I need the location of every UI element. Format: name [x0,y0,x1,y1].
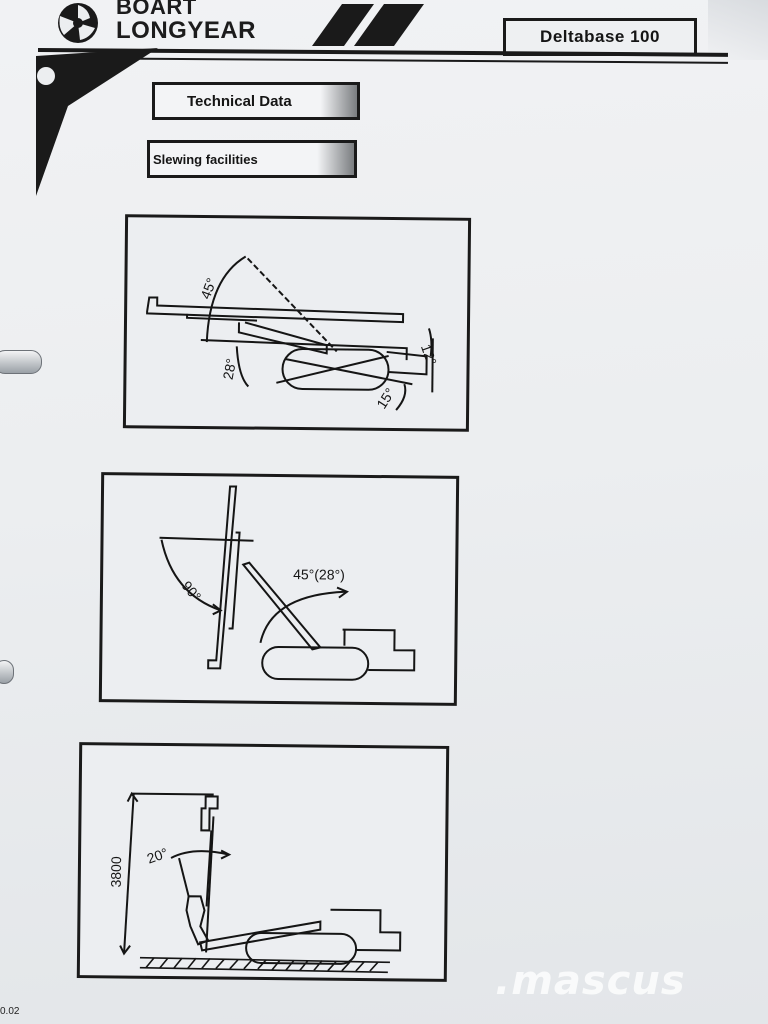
brand-name-line1: BOART [116,0,197,19]
figure3-height-3800: 3800 [108,856,124,888]
figure-side-view-mast-tilt: 90° 45°(28°) [98,472,460,706]
page-code: 0.02 [0,1006,20,1017]
subsection-title: Slewing facilities [147,140,357,178]
figure-vertical-height: 3800 20° [76,742,450,982]
boart-longyear-logo-icon [58,3,98,43]
section-title: Technical Data [152,82,360,120]
corner-wedge-graphic [36,48,158,196]
header-stripes-graphic [312,4,424,46]
figure1-angle-12: 12° [418,342,440,367]
brand-name-line2: LONGYEAR [116,17,257,44]
model-name-box: Deltabase 100 [503,18,697,56]
figure1-drawing: 45° 28° 12° 15° [146,255,440,412]
binder-ring [0,660,14,684]
figure3-drawing: 3800 20° [108,791,402,974]
figure1-angle-28: 28° [220,357,240,381]
binder-ring [0,350,42,374]
figure3-angle-20: 20° [145,845,170,867]
page-edge-shadow [708,0,768,60]
brand-header: BOART LONGYEAR [52,0,302,48]
figure2-drawing: 90° 45°(28°) [159,485,416,681]
figure1-angle-45: 45° [197,276,219,301]
figure2-angle-45-28: 45°(28°) [293,566,345,583]
figure-top-view-slewing: 45° 28° 12° 15° [122,214,472,432]
mascus-watermark: .mascus [495,958,686,1004]
